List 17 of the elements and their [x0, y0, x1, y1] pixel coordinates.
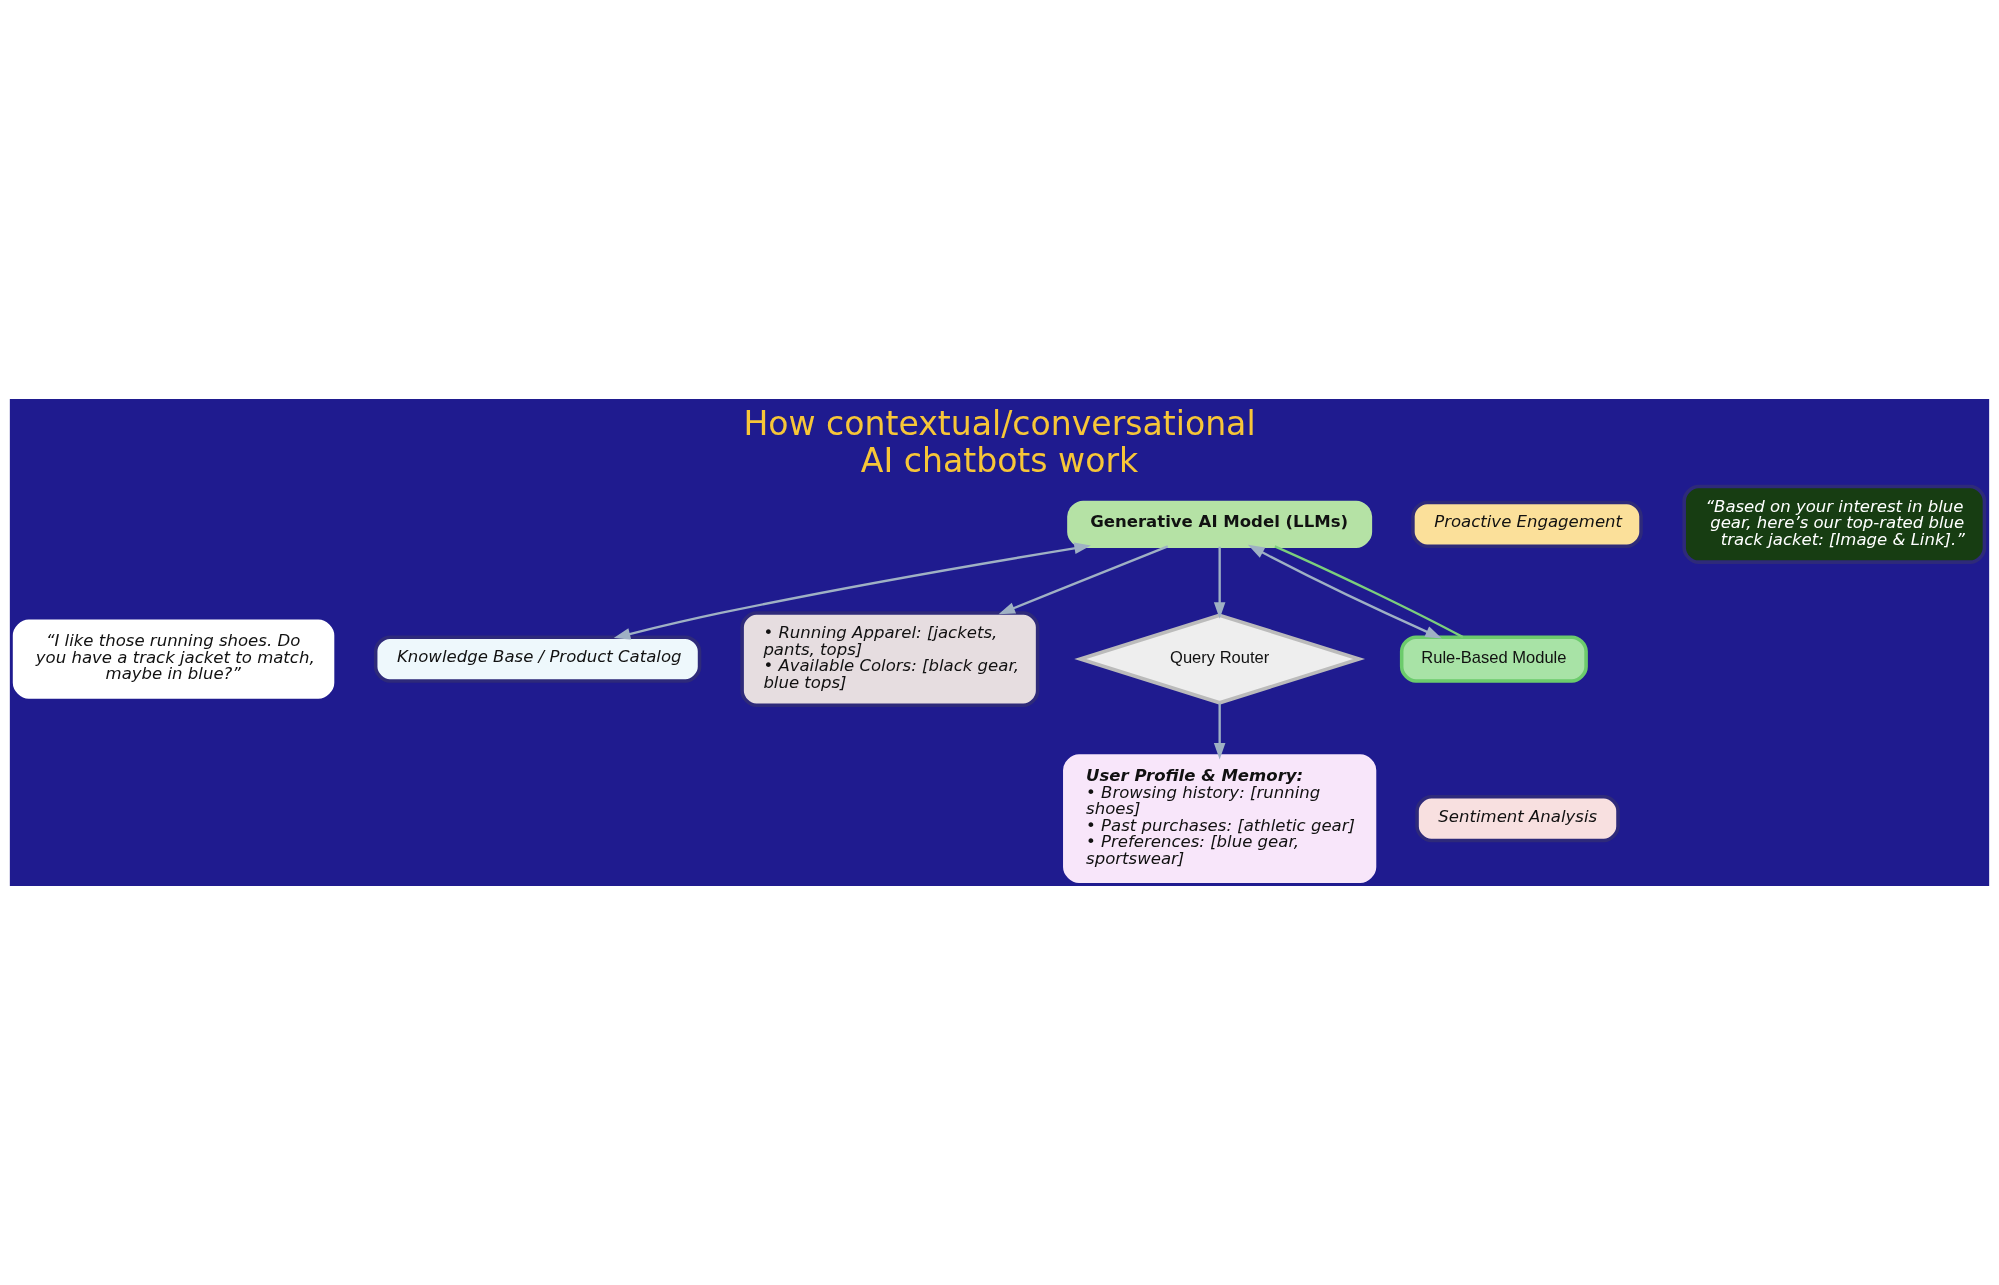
connector — [1274, 545, 1464, 639]
node-box: User Profile & Memory: • Browsing history: [running shoes] • Past purchases: [athletic gear] • Preferences: [blue gear, sportswear] — [1063, 754, 1377, 884]
node-box: • Running Apparel: [jackets, pants, tops] • Available Colors: [black gear, blue tops] — [740, 611, 1040, 707]
node-box: Generative AI Model (LLMs) — [1067, 500, 1373, 548]
arrow — [1213, 703, 1226, 760]
arrow — [613, 542, 1091, 640]
node-box: Knowledge Base / Product Catalog — [373, 635, 702, 683]
diagram-title: How contextual/conversational AI chatbots work — [743, 403, 1256, 480]
node-box: Sentiment Analysis — [1415, 795, 1620, 843]
node-box: Rule-Based Module — [1399, 635, 1588, 683]
arrow — [998, 545, 1169, 615]
node-box: “I like those running shoes. Do you have a track jacket to match, maybe in blue?” — [12, 619, 335, 699]
node-box: Proactive Engagement — [1411, 500, 1643, 548]
node-diamond: Query Router — [1074, 613, 1366, 705]
arrow — [1247, 544, 1442, 639]
arrow — [1213, 546, 1226, 619]
node-box: “Based on your interest in blue gear, here’s our top-rated blue track jacket: [Image & Link].” — [1682, 484, 1987, 564]
